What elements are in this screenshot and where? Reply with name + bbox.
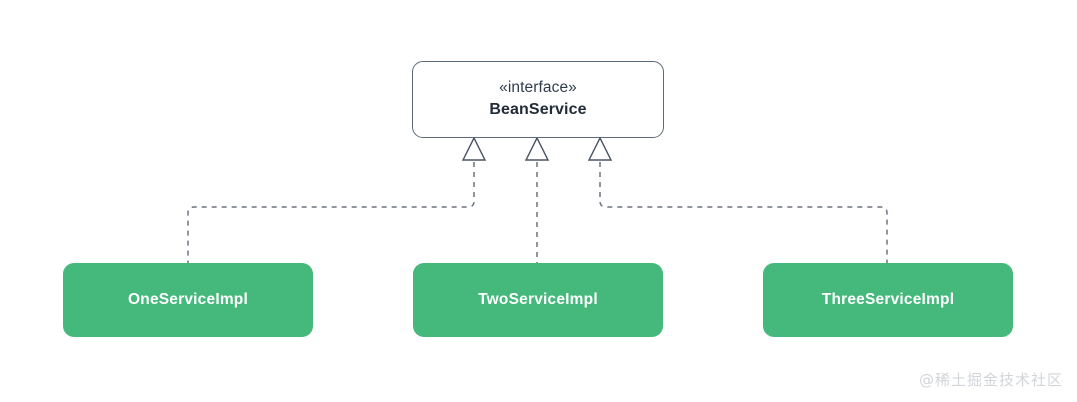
- watermark-text: @稀土掘金技术社区: [918, 371, 1063, 389]
- realization-arrowhead-three-service-impl: [587, 136, 613, 161]
- interface-stereotype-label: «interface»: [499, 79, 577, 97]
- class-node-label: TwoServiceImpl: [478, 291, 598, 308]
- class-node-label: ThreeServiceImpl: [821, 291, 955, 308]
- realization-line-three-service-impl: [599, 162, 888, 263]
- class-node-label: OneServiceImpl: [128, 291, 248, 308]
- realization-arrowhead-one-service-impl: [461, 136, 487, 161]
- realization-arrowhead-two-service-impl: [524, 136, 550, 161]
- interface-node-bean-service[interactable]: «interface» BeanService: [412, 61, 664, 138]
- realization-line-one-service-impl: [187, 162, 475, 263]
- interface-name-label: BeanService: [489, 101, 587, 119]
- class-node-two-service-impl[interactable]: TwoServiceImpl: [413, 263, 663, 337]
- class-node-one-service-impl[interactable]: OneServiceImpl: [63, 263, 313, 337]
- class-node-three-service-impl[interactable]: ThreeServiceImpl: [763, 263, 1013, 337]
